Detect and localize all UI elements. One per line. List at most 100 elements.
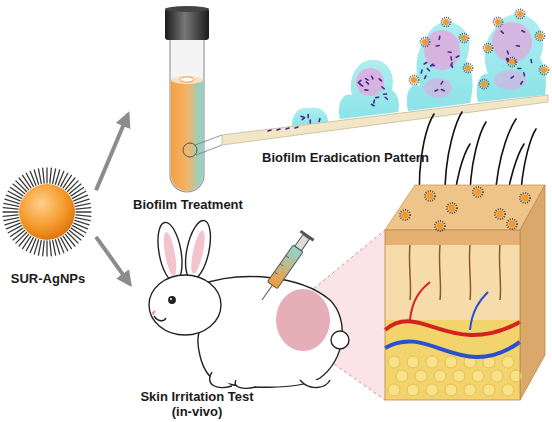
test-tube [165,6,222,192]
flow-arrow [96,237,130,284]
biofilm-strip-part-part [435,90,438,91]
skin-section-part-part [445,356,457,368]
nanoparticle-part-part [63,175,71,187]
skin-section-part-part [425,191,435,201]
skin-section-part-part [427,193,434,200]
nanoparticle-part-part [50,241,51,256]
skin-section-part-part [473,187,483,197]
biofilm-strip-part-part [425,76,426,79]
nanoparticle-part-part [71,188,83,196]
biofilm-strip-part-part [360,85,363,86]
skin-section-part [470,292,488,330]
node-caption: SUR-AgNPs [11,271,85,286]
biofilm-strip-part-part [442,18,451,27]
biofilm-strip-part-part [421,38,430,47]
biofilm-strip-part-part [365,89,368,91]
nanoparticle-part-part [65,178,75,190]
biofilm-strip-part-part [536,32,545,41]
nanoparticle-part-part [38,169,41,184]
test-tube-part [165,6,209,12]
nanoparticle [3,168,91,256]
skin-section-part-part [499,245,500,300]
nanoparticle-part-part [76,215,91,216]
nanoparticle-part-part [3,208,18,209]
skin-section-part-part [388,356,400,368]
biofilm-strip-part-part [366,82,368,84]
syringe-part [262,285,272,300]
nanoparticle-part-part [46,241,47,256]
biofilm-strip-part-part [508,58,517,67]
nanoparticle-part-part [76,208,91,209]
node-caption: Biofilm Treatment [133,197,243,212]
test-tube-part [165,8,209,40]
biofilm-strip-part-part [436,45,439,47]
biofilm-strip-part-part [509,59,515,65]
test-tube-part [171,80,203,191]
biofilm-strip-part-part [420,70,422,73]
rabbit-part [300,380,330,388]
biofilm-strip-part [492,22,532,62]
biofilm-strip-part [424,30,460,70]
nanoparticle-part-part [53,240,56,255]
biofilm-strip-part-part [450,63,452,66]
nanoparticle-part-part [69,184,81,194]
skin-section-part-part [522,195,529,202]
skin-section-part [385,230,520,245]
nanoparticle-part-part [53,169,56,184]
skin-section-part [400,187,530,231]
nanoparticle-part-part [69,230,81,240]
skin-section-part [385,320,520,400]
biofilm-strip-part-part [384,93,387,95]
skin-section-part-part [507,219,517,229]
biofilm-strip-part-part [456,56,459,57]
nanoparticle-part-part [43,168,44,183]
biofilm-strip-part-part [507,51,509,54]
skin-section-part-part [445,384,457,396]
biofilm-strip-part-part [411,77,417,83]
skin-section-part [410,282,430,320]
skin-section-part-part [435,221,445,231]
biofilm-strip-part-part [495,19,501,25]
biofilm-strip-part [268,31,532,131]
biofilm-strip-part-part [443,19,449,25]
biofilm-strip-part [424,78,452,98]
nanoparticle-part-part [10,228,22,236]
skin-section-part-part [520,193,530,203]
biofilm-strip-part-part [481,81,487,87]
biofilm-strip-part-part [373,100,375,103]
nanoparticle-part-part [16,233,27,244]
biofilm-strip-part-part [530,60,532,63]
biofilm-strip-part-part [511,76,513,78]
syringe-part [286,256,289,258]
skin-section-part [388,356,522,396]
nanoparticle-part-part [3,211,18,212]
biofilm-strip-part-part [450,57,452,60]
nanoparticle-part-part [46,168,47,183]
nanoparticle-part-part [68,181,79,192]
biofilm-strip-part-part [379,79,381,81]
skin-section-part-part [453,370,465,382]
skin-section-part-part [509,221,516,228]
skin-section-part [409,245,500,300]
figure-node: Skin Irritation Test (in-vivo) [130,215,335,419]
skin-section-part-part [495,209,505,219]
skin-section-part [385,341,520,357]
biofilm-strip-part-part [516,10,525,19]
biofilm-strip-part-part [438,36,440,39]
skin-section-part-part [475,189,482,196]
nanoparticle-part-part [38,240,41,255]
skin-section-part [385,321,520,335]
biofilm-strip-part-part [309,120,311,123]
skin-section-part-part [483,384,495,396]
biofilm-strip-part-part [371,104,374,105]
biofilm-strip-part-part [382,87,384,89]
rabbit-part [161,231,178,276]
biofilm-strip-part-part [494,18,503,27]
nanoparticle-part-part [13,230,25,240]
rabbit-part [198,277,342,388]
rabbit-part [169,297,175,303]
skin-section-part-part [400,210,410,220]
figure-label: Biofilm Eradication Pattern [262,150,429,165]
syringe-part [300,230,315,242]
biofilm-strip-part-part [517,11,523,17]
